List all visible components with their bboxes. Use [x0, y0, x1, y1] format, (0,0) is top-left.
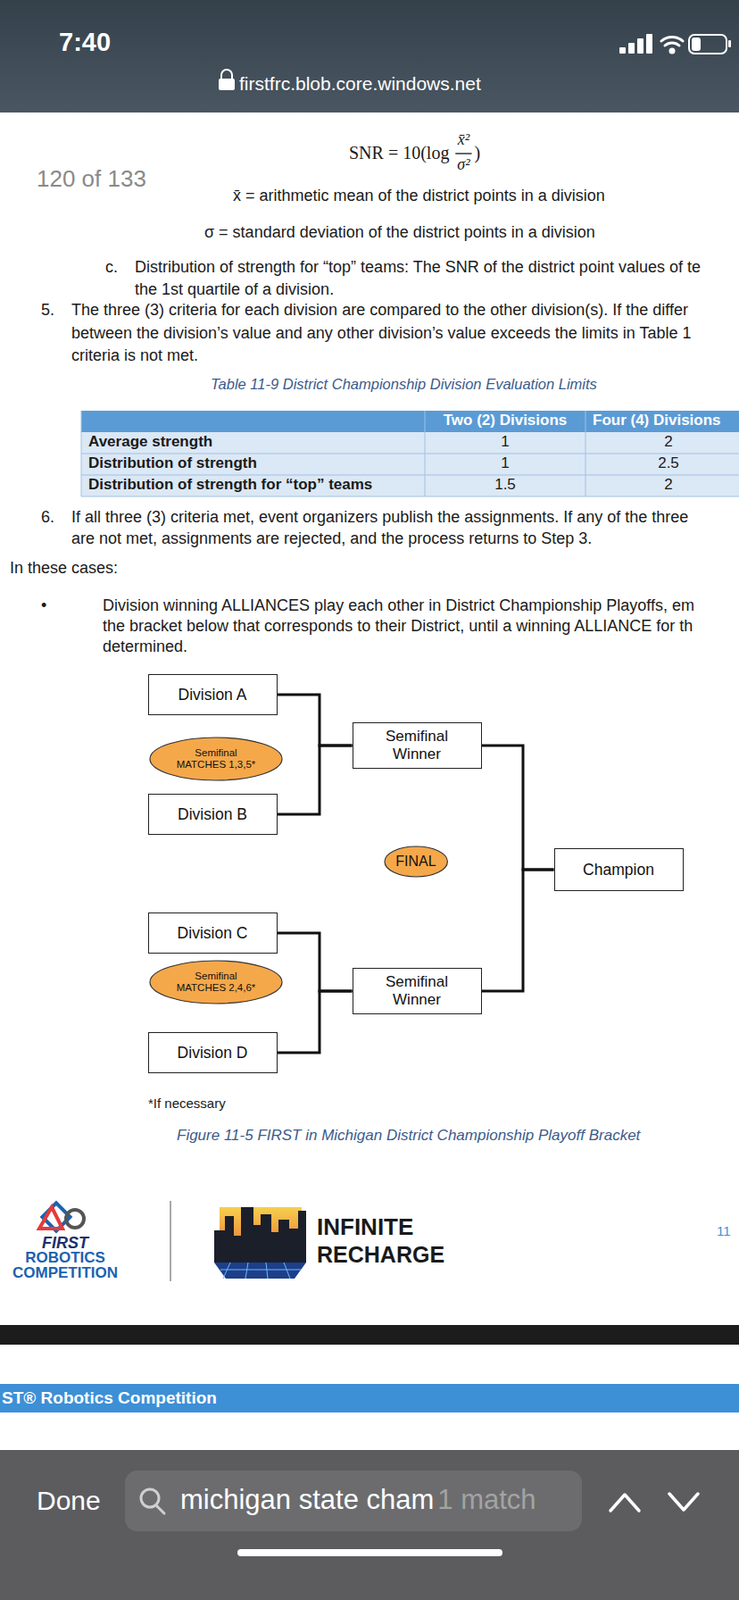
- table-cell: 1.5: [494, 475, 516, 494]
- formula-text: ): [474, 142, 482, 164]
- figure-caption: Figure 11-5 FIRST in Michigan District C…: [176, 1126, 640, 1145]
- home-indicator: [237, 1548, 503, 1556]
- oval-outline: [149, 960, 283, 1004]
- body-text: Distribution of strength for “top” teams…: [134, 257, 701, 277]
- node-label: Semifinal MATCHES 1,3,5*: [171, 747, 261, 771]
- table-grid: [81, 410, 739, 497]
- footnote: *If necessary: [148, 1095, 226, 1111]
- status-bar: [0, 0, 739, 113]
- node-label: Division C: [177, 923, 249, 942]
- bracket-line: [481, 869, 555, 991]
- node-label: Semifinal Winner: [372, 972, 462, 1008]
- table-cell: 1: [500, 432, 509, 451]
- search-icon: [141, 1488, 165, 1513]
- done-button: Done: [36, 1485, 101, 1517]
- node-label: FINAL: [395, 853, 436, 870]
- division-box: Division A: [148, 673, 278, 715]
- node-label: Semifinal MATCHES 2,4,6*: [171, 970, 261, 994]
- battery-icon: [689, 34, 731, 54]
- url-text: firstfrc.blob.core.windows.net: [239, 73, 482, 95]
- definition-text: x̄ = arithmetic mean of the district poi…: [232, 186, 606, 206]
- logo-text: COMPETITION: [12, 1263, 118, 1282]
- logo-text: ROBOTICS: [24, 1248, 106, 1267]
- body-text: the 1st quartile of a division.: [134, 280, 334, 299]
- list-marker: 6.: [41, 507, 55, 527]
- formula-numerator: x̄²: [457, 130, 470, 150]
- node-label: Division B: [177, 805, 248, 823]
- skyline-icon: [214, 1206, 307, 1279]
- wifi-icon: [661, 36, 683, 53]
- table-cell: 1: [500, 454, 509, 473]
- match-oval: Semifinal MATCHES 1,3,5*: [149, 736, 283, 781]
- body-text: If all three (3) criteria met, event org…: [71, 507, 689, 527]
- oval-outline: [384, 846, 448, 877]
- semifinal-box: Semifinal Winner: [352, 722, 482, 768]
- list-marker: c.: [105, 257, 118, 277]
- bracket-line: [277, 932, 353, 991]
- signal-icon: [619, 33, 653, 54]
- table-title: Table 11-9 District Championship Divisio…: [210, 375, 598, 393]
- game-logo-text: INFINITE: [316, 1213, 414, 1241]
- bracket-line: [277, 694, 353, 746]
- division-box: Division D: [148, 1031, 278, 1073]
- table-cell: Distribution of strength: [88, 454, 258, 473]
- page-gap: [0, 1324, 739, 1345]
- oval-outline: [149, 737, 283, 781]
- header-band: [0, 1383, 739, 1412]
- node-label: Semifinal Winner: [372, 727, 462, 763]
- table-cell: Average strength: [88, 432, 213, 451]
- body-text: are not met, assignments are rejected, a…: [71, 529, 592, 549]
- final-oval: FINAL: [383, 845, 449, 878]
- formula-text: SNR = 10(log: [348, 142, 449, 164]
- node-label: Division A: [178, 685, 248, 704]
- search-field: [124, 1469, 582, 1531]
- bullet: •: [41, 596, 47, 615]
- body-text: the bracket below that corresponds to th…: [102, 616, 693, 636]
- next-chevron: [669, 1493, 698, 1510]
- body-text: In these cases:: [9, 558, 118, 578]
- body-text: The three (3) criteria for each division…: [71, 300, 689, 320]
- node-label: Champion: [582, 860, 655, 879]
- match-oval: Semifinal MATCHES 2,4,6*: [149, 959, 283, 1005]
- clock: 7:40: [58, 27, 111, 58]
- bracket-line: [481, 745, 555, 870]
- first-logo: [39, 1202, 84, 1230]
- body-text: Division winning ALLIANCES play each oth…: [102, 596, 695, 615]
- table-cell: 2.5: [657, 454, 680, 473]
- table-header: Two (2) Divisions: [443, 411, 568, 430]
- table-header: Four (4) Divisions: [592, 411, 722, 430]
- search-text: michigan state cham: [180, 1483, 434, 1516]
- match-count: 1 match: [437, 1483, 536, 1516]
- division-box: Division C: [148, 912, 278, 954]
- lock-icon: [218, 69, 235, 91]
- fraction-bar: [455, 152, 472, 154]
- logo-divider: [169, 1200, 172, 1281]
- body-text: determined.: [102, 637, 188, 656]
- formula-denominator: σ²: [456, 155, 470, 175]
- definition-text: σ = standard deviation of the district p…: [204, 223, 596, 242]
- game-logo-text: RECHARGE: [316, 1241, 445, 1268]
- header-text: ST® Robotics Competition: [1, 1387, 217, 1408]
- division-box: Division B: [148, 793, 278, 835]
- node-label: Division D: [177, 1043, 249, 1062]
- bracket-line: [277, 745, 353, 814]
- champion-box: Champion: [554, 847, 684, 891]
- body-text: between the division’s value and any oth…: [71, 323, 691, 343]
- semifinal-box: Semifinal Winner: [352, 967, 482, 1014]
- previous-chevron: [610, 1494, 640, 1511]
- find-toolbar: [0, 1449, 739, 1600]
- list-marker: 5.: [41, 300, 55, 320]
- page-number: 11: [716, 1222, 731, 1238]
- table-cell: Distribution of strength for “top” teams: [88, 475, 373, 494]
- body-text: criteria is not met.: [71, 346, 199, 366]
- table-cell: 2: [664, 432, 673, 451]
- bracket-line: [277, 990, 353, 1053]
- table-cell: 2: [664, 475, 673, 494]
- page-counter: 120 of 133: [36, 166, 147, 193]
